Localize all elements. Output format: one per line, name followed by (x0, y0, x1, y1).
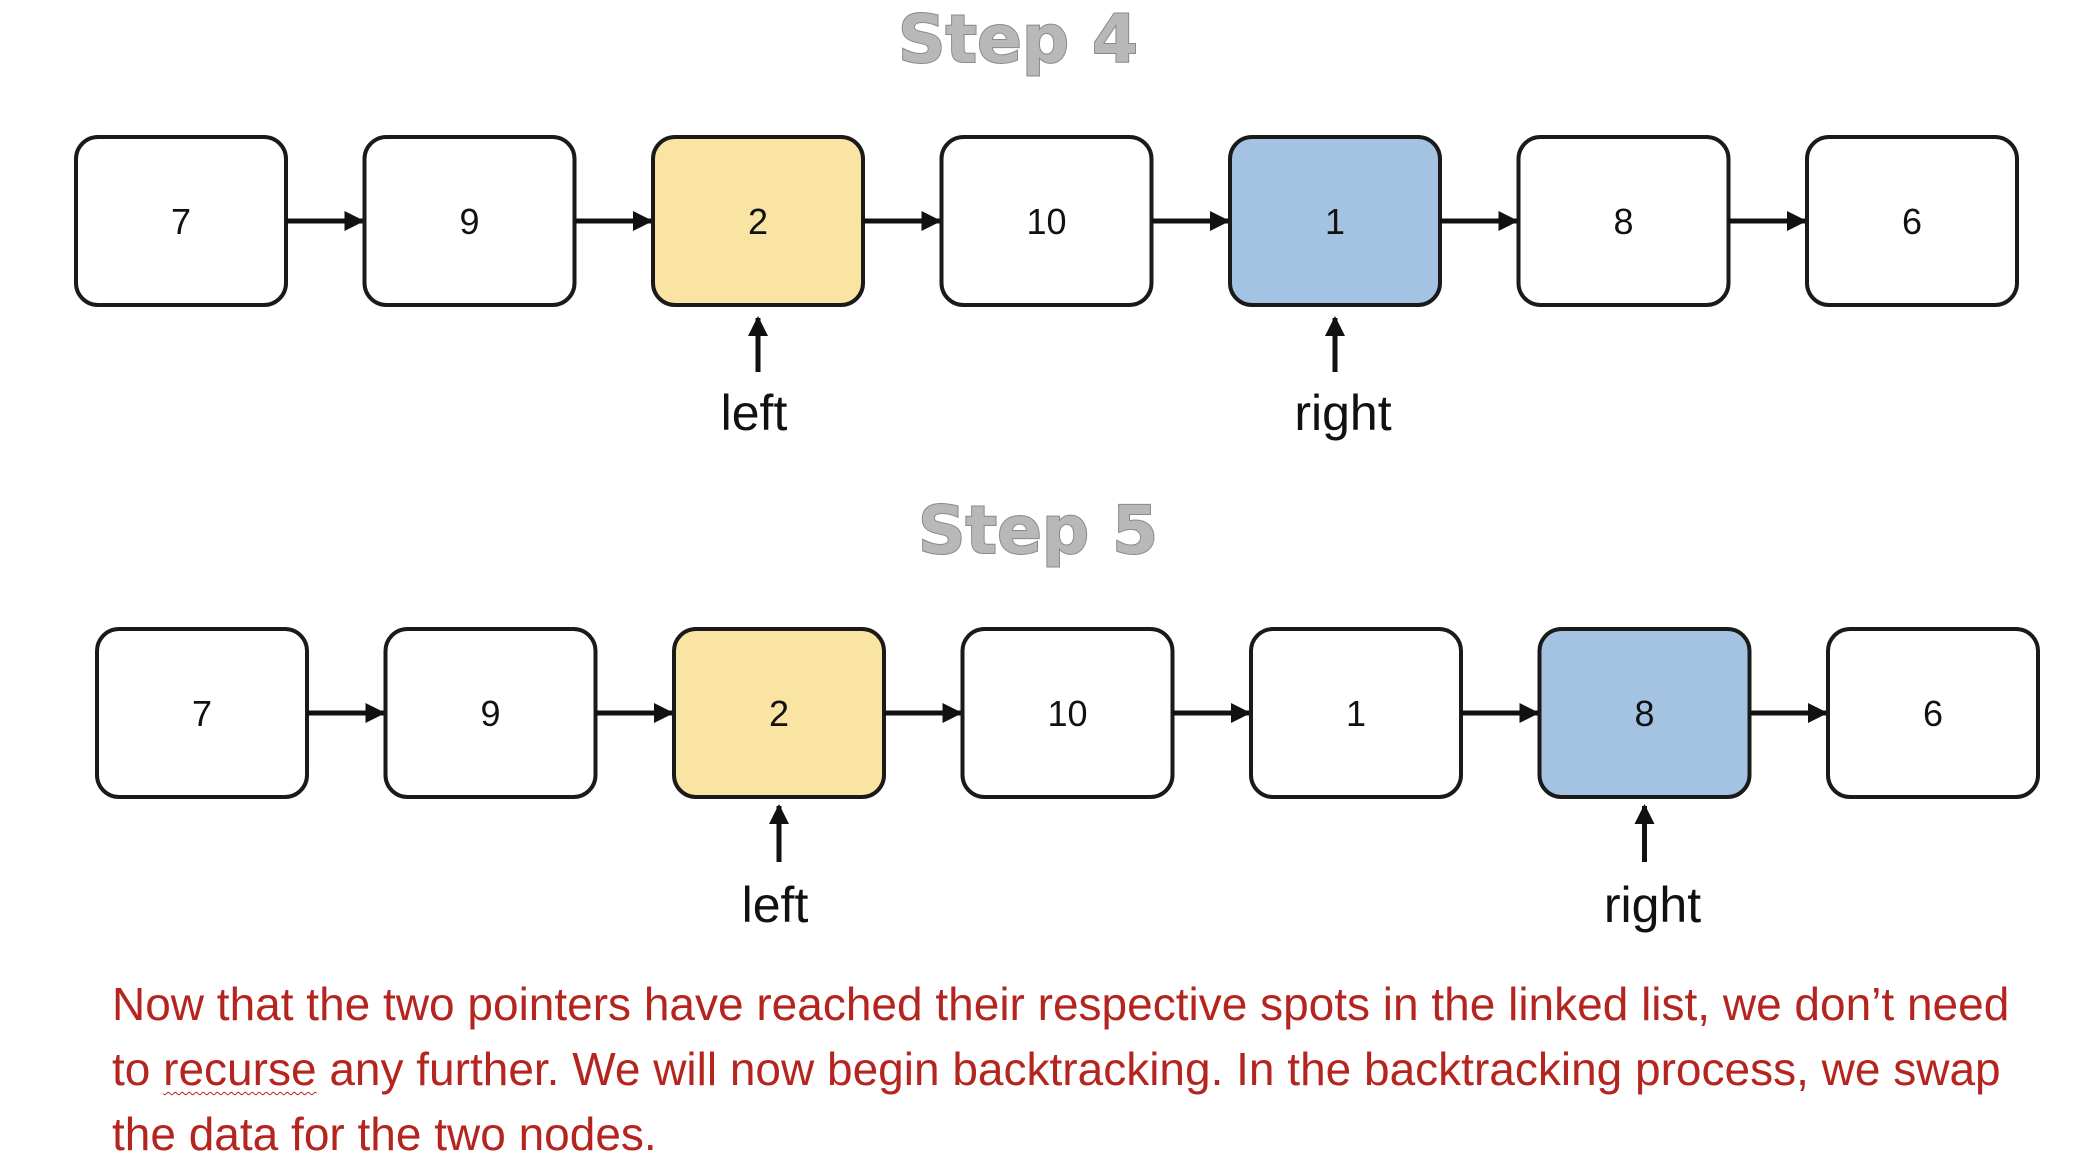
left-pointer-label: left (742, 877, 809, 933)
step-title: Step 5 (918, 492, 1158, 569)
node-value: 6 (1923, 693, 1943, 734)
node-value: 10 (1047, 693, 1087, 734)
right-pointer-label: right (1604, 877, 1701, 933)
caption-text-after: any further. We will now begin backtrack… (112, 1043, 2001, 1160)
node-value: 9 (480, 693, 500, 734)
node-value: 8 (1634, 693, 1654, 734)
right-pointer-label: right (1294, 385, 1391, 441)
node-value: 8 (1613, 201, 1633, 242)
explanation-caption: Now that the two pointers have reached t… (112, 972, 2032, 1167)
left-pointer-label: left (721, 385, 788, 441)
node-value: 6 (1902, 201, 1922, 242)
node-value: 7 (171, 201, 191, 242)
caption-marked-word: recurse (163, 1043, 317, 1095)
node-value: 1 (1346, 693, 1366, 734)
node-value: 2 (748, 201, 768, 242)
node-value: 9 (459, 201, 479, 242)
node-value: 1 (1325, 201, 1345, 242)
list-node (1805, 135, 2019, 307)
caption-text-before: Now that the two pointers have reached t… (112, 978, 2010, 1095)
node-value: 7 (192, 693, 212, 734)
step-title: Step 4 (898, 1, 1138, 78)
node-value: 10 (1026, 201, 1066, 242)
list-node (1826, 627, 2040, 799)
node-value: 2 (769, 693, 789, 734)
